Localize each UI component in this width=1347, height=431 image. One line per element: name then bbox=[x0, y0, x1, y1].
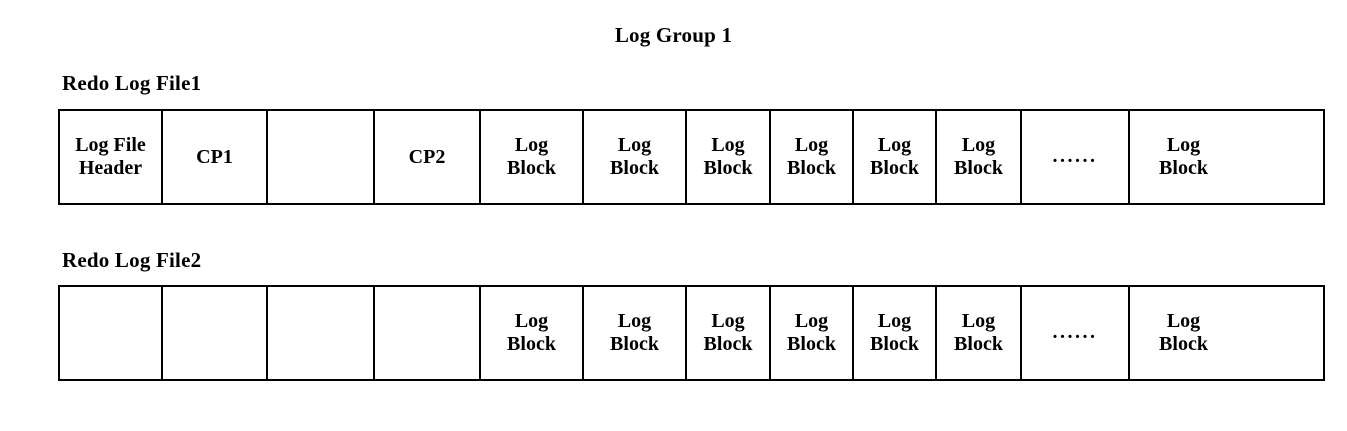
empty-cell bbox=[60, 287, 163, 379]
cell-line-2: Block bbox=[787, 157, 836, 179]
cell-line-2: Block bbox=[703, 157, 753, 179]
cell-line-1: Log bbox=[877, 310, 912, 333]
cell-line-2: Block bbox=[507, 157, 556, 179]
cell-line-1: Log bbox=[711, 134, 745, 157]
cell-line-1: Log bbox=[877, 134, 912, 157]
cell-line-1: CP1 bbox=[196, 145, 233, 168]
cell-line-1: Log bbox=[514, 310, 549, 333]
cell-line-2: Block bbox=[1159, 333, 1208, 355]
cell-line-2: Block bbox=[507, 333, 556, 355]
cell-line-1: Log bbox=[794, 134, 829, 157]
cell-line-1: Log bbox=[1166, 134, 1201, 157]
cell-line-1: Log bbox=[794, 310, 829, 333]
cell-line-1: CP2 bbox=[408, 145, 446, 168]
block-cell: CP1 bbox=[163, 111, 268, 203]
cell-line-2: Block bbox=[954, 333, 1003, 355]
cell-line-1: Log File bbox=[75, 134, 146, 157]
cell-line-2: Block bbox=[954, 157, 1003, 179]
cell-line-2: Block bbox=[610, 157, 659, 179]
cell-line-1: Log bbox=[1166, 310, 1201, 333]
cell-line-2: Block bbox=[1159, 157, 1208, 179]
empty-cell bbox=[375, 287, 481, 379]
cell-line-2: Block bbox=[703, 333, 753, 355]
cell-line-1: Log bbox=[617, 134, 652, 157]
redo-log-file2-label: Redo Log File2 bbox=[62, 248, 202, 272]
cell-line-1: ...... bbox=[1052, 144, 1098, 167]
cell-line-1: Log bbox=[514, 134, 549, 157]
cell-line-2: Block bbox=[787, 333, 836, 355]
cell-line-2: Block bbox=[870, 333, 919, 355]
empty-cell bbox=[163, 287, 268, 379]
cell-line-2: Block bbox=[870, 157, 919, 179]
diagram-title: Log Group 1 bbox=[614, 23, 733, 47]
ellipsis-cell: ...... bbox=[1022, 111, 1130, 203]
cell-line-1: Log bbox=[961, 134, 996, 157]
redo-log-file1-label: Redo Log File1 bbox=[62, 71, 202, 95]
empty-cell bbox=[268, 287, 375, 379]
cell-line-1: Log bbox=[617, 310, 652, 333]
block-cell: CP2 bbox=[375, 111, 481, 203]
empty-cell bbox=[268, 111, 375, 203]
cell-line-2: Header bbox=[78, 157, 143, 179]
cell-line-1: Log bbox=[961, 310, 996, 333]
ellipsis-cell: ...... bbox=[1022, 287, 1130, 379]
cell-line-2: Block bbox=[610, 333, 659, 355]
cell-line-1: ...... bbox=[1052, 320, 1098, 343]
cell-line-1: Log bbox=[711, 310, 745, 333]
